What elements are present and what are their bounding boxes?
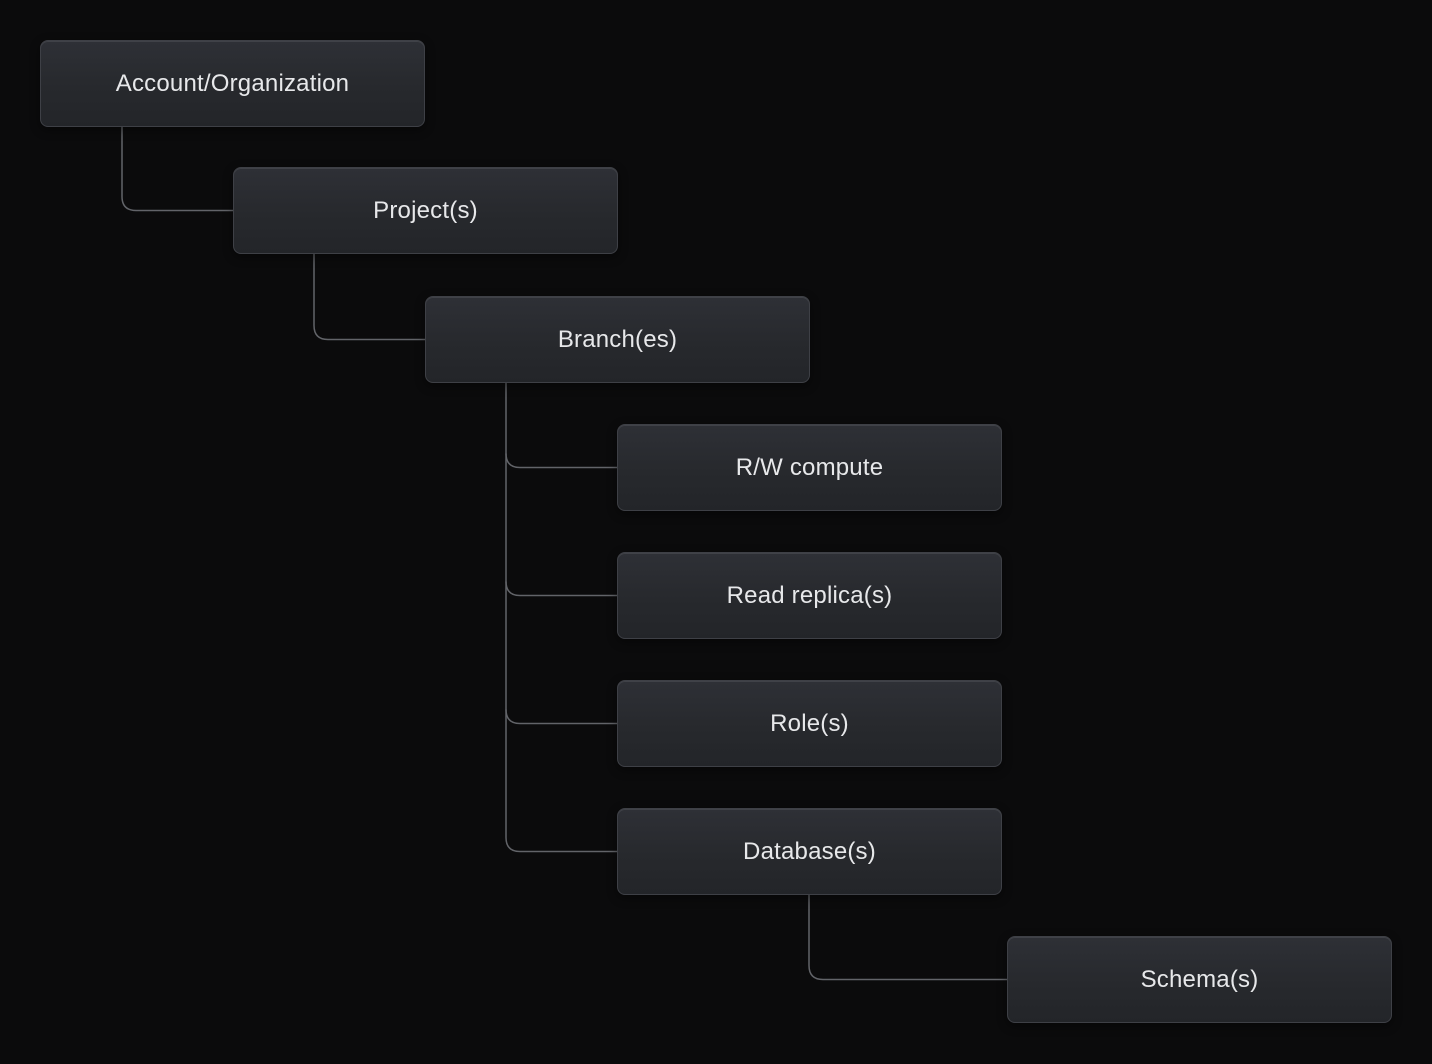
node-projects: Project(s) [233, 167, 618, 254]
node-branches-label: Branch(es) [557, 325, 678, 353]
node-projects-label: Project(s) [373, 196, 478, 224]
node-read-replicas: Read replica(s) [617, 552, 1002, 639]
node-rw-compute-label: R/W compute [735, 453, 884, 481]
connector-databases-to-schemas [808, 895, 1007, 981]
connector-branches-to-roles [505, 709, 617, 725]
node-databases: Database(s) [617, 808, 1002, 895]
node-branches: Branch(es) [425, 296, 810, 383]
node-roles-label: Role(s) [770, 709, 849, 737]
connector-branches-to-read-replicas [505, 581, 617, 597]
node-read-replicas-label: Read replica(s) [726, 581, 893, 609]
node-roles: Role(s) [617, 680, 1002, 767]
node-account-organization: Account/Organization [40, 40, 425, 127]
node-account-organization-label: Account/Organization [115, 69, 350, 97]
connector-branches-trunk-to-databases [505, 383, 617, 853]
node-schemas-label: Schema(s) [1140, 965, 1259, 993]
node-schemas: Schema(s) [1007, 936, 1392, 1023]
node-databases-label: Database(s) [743, 837, 876, 865]
connector-account-to-projects [121, 127, 233, 212]
node-rw-compute: R/W compute [617, 424, 1002, 511]
connector-projects-to-branches [313, 254, 425, 341]
connector-branches-to-rw-compute [505, 453, 617, 469]
